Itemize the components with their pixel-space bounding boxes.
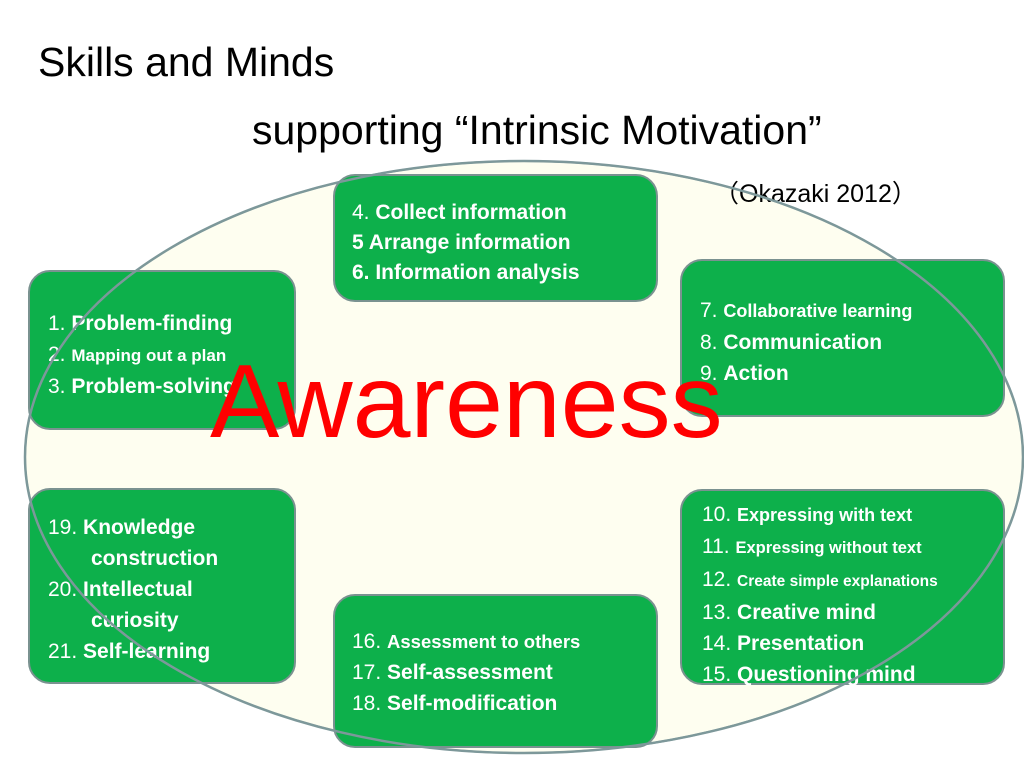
skill-number: 3. — [48, 375, 72, 398]
skill-text: 5 Arrange information — [352, 231, 571, 254]
skill-item: 18. Self-modification — [352, 688, 656, 719]
skill-text: Problem-finding — [71, 312, 233, 335]
skill-number: 16. — [352, 630, 388, 653]
skill-item: 1. Problem-finding — [48, 308, 294, 339]
skill-item-continued: curiosity — [48, 605, 294, 636]
skill-number: 7. — [700, 299, 724, 322]
skill-item: 17. Self-assessment — [352, 657, 656, 688]
awareness-label: Awareness — [210, 344, 723, 460]
box-expression: 10. Expressing with text 11. Expressing … — [680, 489, 1005, 686]
skill-text: Questioning mind — [737, 663, 916, 686]
skill-item: 21. Self-learning — [48, 636, 294, 667]
skill-text: curiosity — [91, 609, 179, 632]
skill-number: 2. — [48, 343, 72, 366]
skill-number: 13. — [702, 601, 738, 624]
skill-item: 15. Questioning mind — [702, 659, 1003, 690]
skill-number: 17. — [352, 661, 388, 684]
skill-item: 6. Information analysis — [352, 258, 656, 288]
skill-item: 7. Collaborative learning — [700, 295, 1003, 327]
skill-text: Self-learning — [83, 640, 211, 663]
skill-number: 12. — [702, 568, 738, 591]
box-knowledge: 19. Knowledge construction 20. Intellect… — [28, 488, 296, 684]
skill-text: Intellectual — [83, 578, 193, 601]
skill-text: Collect information — [375, 201, 567, 224]
skill-number: 14. — [702, 632, 738, 655]
skill-text: construction — [91, 547, 219, 570]
skill-text: Expressing with text — [737, 505, 913, 525]
skill-text: Creative mind — [737, 601, 876, 624]
skill-number: 18. — [352, 692, 388, 715]
skill-item: 8. Communication — [700, 327, 1003, 358]
skill-text: Create simple explanations — [737, 573, 938, 590]
skill-item-continued: construction — [48, 543, 294, 574]
box-information: 4. Collect information 5 Arrange informa… — [333, 174, 658, 302]
skill-text: Communication — [723, 331, 883, 354]
skill-text: Expressing without text — [735, 539, 922, 557]
skill-text: Knowledge — [83, 516, 196, 539]
skill-item: 11. Expressing without text — [702, 531, 1003, 564]
skill-text: Presentation — [737, 632, 865, 655]
skill-text: Self-modification — [387, 692, 558, 715]
skill-text: Action — [723, 362, 789, 385]
skill-number: 10. — [702, 503, 738, 526]
box-assessment: 16. Assessment to others 17. Self-assess… — [333, 594, 658, 748]
skill-text: Assessment to others — [387, 631, 581, 652]
skill-item: 10. Expressing with text — [702, 499, 1003, 531]
skill-number: 11. — [702, 535, 736, 558]
skill-text: 6. Information analysis — [352, 261, 580, 284]
skill-number: 4. — [352, 201, 376, 224]
skill-number: 19. — [48, 516, 84, 539]
skill-number: 20. — [48, 578, 84, 601]
skill-item: 12. Create simple explanations — [702, 564, 1003, 597]
skill-item: 4. Collect information — [352, 198, 656, 228]
skill-item: 19. Knowledge — [48, 512, 294, 543]
skill-number: 1. — [48, 312, 72, 335]
skill-number: 15. — [702, 663, 738, 686]
skill-item: 14. Presentation — [702, 628, 1003, 659]
skill-text: Self-assessment — [387, 661, 553, 684]
skill-text: Collaborative learning — [723, 301, 913, 321]
skill-item: 9. Action — [700, 358, 1003, 389]
skill-text: Mapping out a plan — [71, 346, 227, 365]
slide-title: Skills and Minds — [38, 39, 335, 85]
citation: （Okazaki 2012） — [714, 180, 917, 208]
skill-item: 13. Creative mind — [702, 597, 1003, 628]
slide-subtitle: supporting “Intrinsic Motivation” — [252, 107, 822, 153]
skill-item: 20. Intellectual — [48, 574, 294, 605]
skill-item: 5 Arrange information — [352, 228, 656, 258]
box-collaboration: 7. Collaborative learning 8. Communicati… — [680, 259, 1005, 417]
skill-item: 16. Assessment to others — [352, 626, 656, 657]
skill-number: 21. — [48, 640, 84, 663]
